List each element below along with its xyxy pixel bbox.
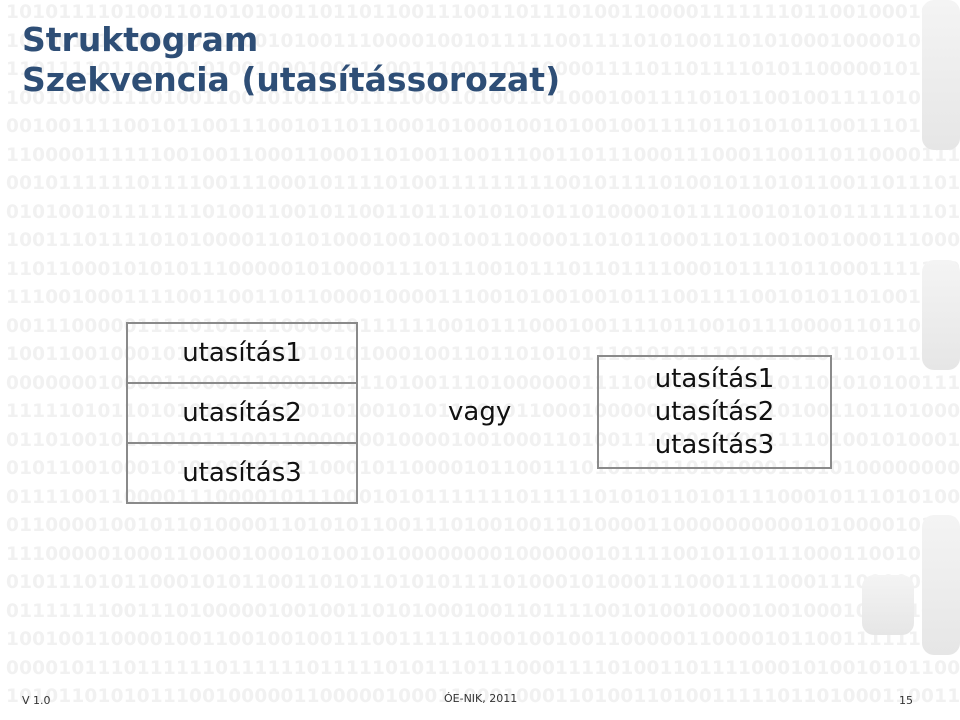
struktogram-row-2: utasítás2: [128, 384, 356, 444]
binary-row: 1010011111001001110010100111000010010111…: [6, 30, 960, 52]
binary-row: 0010111111011110011100010111101001111111…: [6, 173, 960, 194]
connector-word: vagy: [448, 397, 512, 427]
binary-row: 1101100010101011100000101000011101110010…: [6, 258, 960, 280]
struktogram-sequence-box: utasítás1 utasítás2 utasítás3: [126, 322, 358, 504]
binary-row: 0011100000111101011110000101111110010111…: [6, 315, 960, 337]
binary-row: 1001100100010101011000010101000100110110…: [6, 344, 960, 365]
binary-row: 1110000010001100001000101001010000000010…: [6, 543, 960, 565]
binary-row: 1010111101001101010100110110110011100110…: [6, 2, 960, 23]
slide-title: Struktogram Szekvencia (utasítássorozat): [22, 20, 560, 100]
background-tile-decoration: [922, 260, 960, 370]
binary-row: 1111101011010101110111001010010101110101…: [6, 401, 960, 422]
binary-row: 0110100101010101110011000000010000100100…: [6, 429, 960, 451]
binary-row: 0101110101100010101100110101101010111101…: [6, 572, 960, 593]
footer-version: V 1.0: [22, 694, 51, 707]
struktogram-row-3: utasítás3: [182, 458, 302, 488]
background-tile-decoration: [862, 575, 914, 635]
sequence-line-2: utasítás2: [654, 397, 775, 427]
sequence-line-1: utasítás1: [654, 364, 775, 394]
sequence-line-3: utasítás3: [654, 430, 775, 460]
footer-page-number: 15: [899, 694, 913, 707]
binary-row: 0101001011111110100110010110011011101010…: [6, 201, 960, 223]
binary-row: 1001110111101010000110101000100100100110…: [6, 230, 960, 251]
binary-row: 1110010001111001100110110000100001110010…: [6, 287, 960, 308]
binary-row: 0000000100001100001100010011101001110100…: [6, 372, 960, 394]
slide-title-line1: Struktogram: [22, 20, 259, 59]
binary-row: 1100001111110010011000110001101001100111…: [6, 144, 960, 166]
slide-title-line2: Szekvencia (utasítássorozat): [22, 60, 561, 99]
struktogram-row-1: utasítás1: [128, 324, 356, 384]
sequence-block-box: utasítás1 utasítás2 utasítás3: [597, 355, 832, 469]
binary-row: 0110000100101101000011010101100111010010…: [6, 515, 960, 536]
footer-center: ÓE-NIK, 2011: [444, 692, 518, 705]
background-tile-decoration: [922, 0, 960, 150]
binary-row: 1001001100001001100100100111001111110001…: [6, 629, 960, 650]
binary-row: 0111111100111010000010010011010100010011…: [6, 600, 960, 622]
binary-row: 1010110101011100100000110000010001100010…: [6, 686, 960, 707]
binary-row: 1001000011101001100101011101111000101001…: [6, 87, 960, 109]
binary-row: 1101111011001010100100010001100111001101…: [6, 59, 960, 80]
background-tile-decoration: [922, 515, 960, 655]
binary-row: 0101100100010101000001110001011000010110…: [6, 458, 960, 479]
binary-row: 0010011110010110011100101101100010100010…: [6, 116, 960, 137]
binary-row: 0000101110111111011111101111101011101110…: [6, 657, 960, 679]
